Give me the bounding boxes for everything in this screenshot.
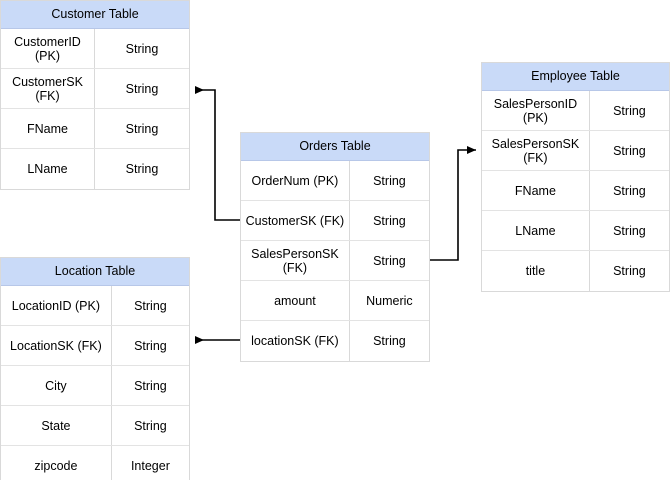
field-name: CustomerSK (FK) xyxy=(241,201,350,240)
table-row: zipcode Integer xyxy=(1,446,189,480)
field-type: String xyxy=(613,183,646,198)
field-name: SalesPersonID (PK) xyxy=(482,91,590,130)
field-name: zipcode xyxy=(1,446,112,480)
connector-orders-employee xyxy=(430,146,476,261)
field-name: OrderNum (PK) xyxy=(241,161,350,200)
field-name: LocationID (PK) xyxy=(1,286,112,325)
table-row: SalesPersonSK (FK) String xyxy=(241,241,429,281)
field-name: SalesPersonSK (FK) xyxy=(241,241,350,280)
table-row: CustomerSK (FK) String xyxy=(1,69,189,109)
field-type: String xyxy=(134,298,167,313)
field-type: String xyxy=(613,223,646,238)
table-row: LName String xyxy=(482,211,669,251)
field-type: String xyxy=(373,173,406,188)
table-row: amount Numeric xyxy=(241,281,429,321)
table-row: State String xyxy=(1,406,189,446)
entity-table-customer[interactable]: Customer Table CustomerID (PK) String Cu… xyxy=(0,0,190,190)
field-type: String xyxy=(134,338,167,353)
field-name: LName xyxy=(1,149,95,189)
field-name: title xyxy=(482,251,590,291)
field-name: FName xyxy=(482,171,590,210)
table-row: City String xyxy=(1,366,189,406)
field-name: locationSK (FK) xyxy=(241,321,350,361)
field-type: String xyxy=(125,162,159,176)
field-name: CustomerSK (FK) xyxy=(1,69,95,108)
field-name: CustomerID (PK) xyxy=(1,29,95,68)
table-header-customer: Customer Table xyxy=(1,1,189,29)
table-row: OrderNum (PK) String xyxy=(241,161,429,201)
table-row: SalesPersonID (PK) String xyxy=(482,91,669,131)
entity-table-employee[interactable]: Employee Table SalesPersonID (PK) String… xyxy=(481,62,670,292)
field-name: amount xyxy=(241,281,350,320)
table-row: FName String xyxy=(482,171,669,211)
table-header-employee: Employee Table xyxy=(482,63,669,91)
table-row: LocationID (PK) String xyxy=(1,286,189,326)
field-type: String xyxy=(125,121,159,136)
table-header-location: Location Table xyxy=(1,258,189,286)
table-row: CustomerID (PK) String xyxy=(1,29,189,69)
field-name: LName xyxy=(482,211,590,250)
field-type: String xyxy=(373,253,406,268)
entity-table-location[interactable]: Location Table LocationID (PK) String Lo… xyxy=(0,257,190,480)
table-row: LName String xyxy=(1,149,189,189)
field-name: SalesPersonSK (FK) xyxy=(482,131,590,170)
field-type: String xyxy=(613,103,646,118)
table-row: FName String xyxy=(1,109,189,149)
field-type: String xyxy=(613,143,646,158)
table-row: LocationSK (FK) String xyxy=(1,326,189,366)
connector-orders-customer xyxy=(195,86,240,221)
field-type: String xyxy=(134,378,167,393)
field-name: FName xyxy=(1,109,95,148)
field-name: LocationSK (FK) xyxy=(1,326,112,365)
field-name: City xyxy=(1,366,112,405)
table-header-orders: Orders Table xyxy=(241,133,429,161)
field-name: State xyxy=(1,406,112,445)
field-type: String xyxy=(373,213,406,228)
field-type: Numeric xyxy=(366,293,413,308)
field-type: String xyxy=(125,81,159,96)
table-row: locationSK (FK) String xyxy=(241,321,429,361)
field-type: String xyxy=(373,334,406,348)
field-type: String xyxy=(125,41,159,56)
entity-table-orders[interactable]: Orders Table OrderNum (PK) String Custom… xyxy=(240,132,430,362)
table-row: CustomerSK (FK) String xyxy=(241,201,429,241)
table-row: SalesPersonSK (FK) String xyxy=(482,131,669,171)
field-type: String xyxy=(134,418,167,433)
field-type: Integer xyxy=(130,459,170,473)
table-row: title String xyxy=(482,251,669,291)
field-type: String xyxy=(613,264,646,278)
